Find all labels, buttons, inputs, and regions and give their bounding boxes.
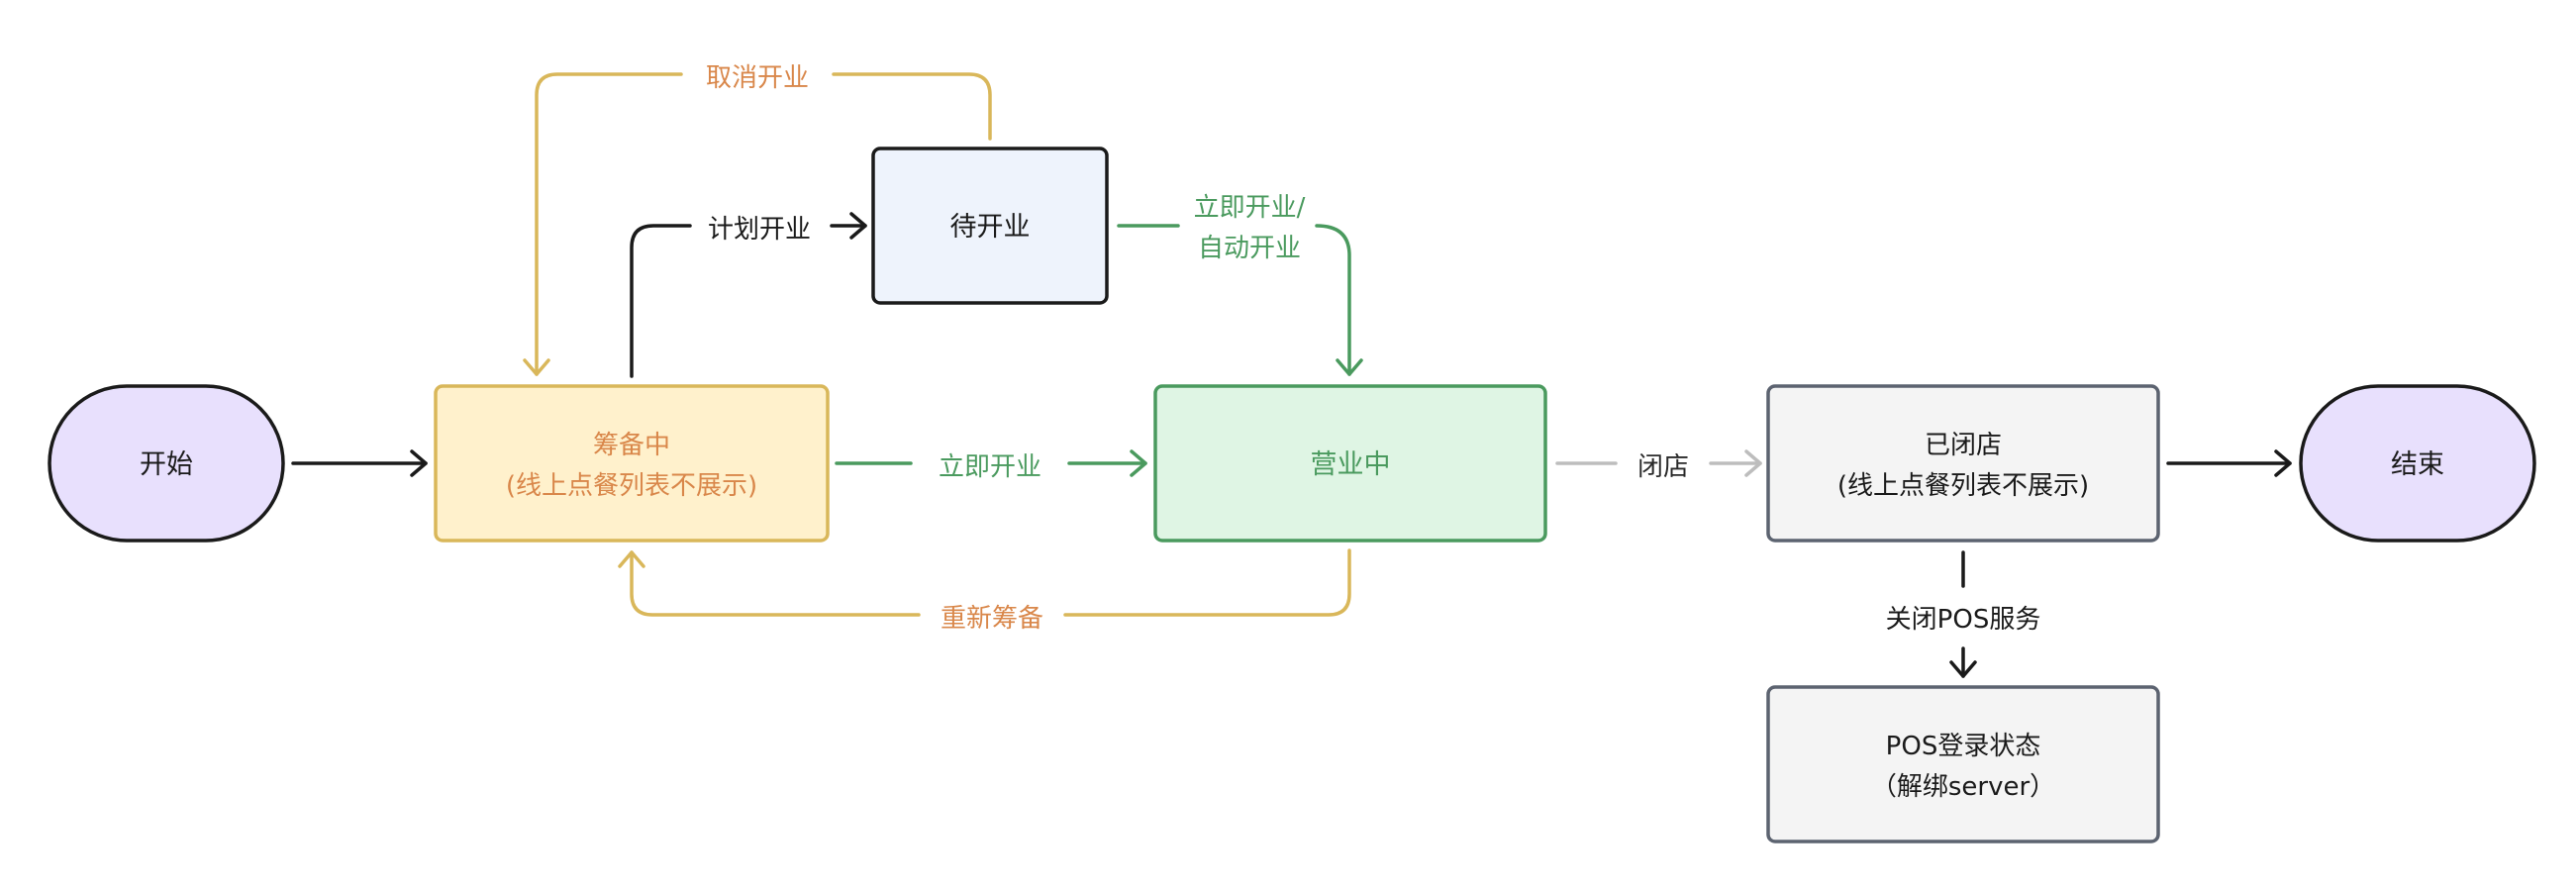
node-start-label: 开始 xyxy=(140,449,193,480)
edge-start-to-preparing xyxy=(291,449,428,477)
node-pos-login: POS登录状态 （解绑server） xyxy=(1766,685,2160,843)
edge-re-prepare xyxy=(618,548,1351,617)
node-open: 营业中 xyxy=(1153,384,1547,543)
node-closed-line2: (线上点餐列表不展示) xyxy=(1837,471,2089,501)
node-preparing-line1: 筹备中 xyxy=(593,431,670,460)
label-close-pos: 关闭POS服务 xyxy=(1886,605,2041,635)
node-pos-login-line1: POS登录状态 xyxy=(1886,732,2041,761)
edge-close-pos xyxy=(1949,550,1977,678)
edge-closed-to-end xyxy=(2166,449,2292,477)
node-pending: 待开业 xyxy=(871,147,1109,305)
node-preparing: 筹备中 (线上点餐列表不展示) xyxy=(434,384,830,543)
node-end: 结束 xyxy=(2299,384,2536,543)
edge-close-store xyxy=(1555,449,1762,477)
node-preparing-line2: (线上点餐列表不展示) xyxy=(506,471,757,501)
node-end-label: 结束 xyxy=(2391,449,2444,480)
label-open-now: 立即开业 xyxy=(939,452,1041,482)
label-open-now-auto-line2: 自动开业 xyxy=(1198,234,1301,263)
label-close-store: 闭店 xyxy=(1637,452,1689,482)
edge-open-now-auto xyxy=(1117,224,1363,376)
edge-open-now xyxy=(835,449,1147,477)
node-closed: 已闭店 (线上点餐列表不展示) xyxy=(1766,384,2160,543)
edge-cancel-opening xyxy=(523,72,992,376)
node-pending-label: 待开业 xyxy=(950,212,1031,243)
label-open-now-auto-line1: 立即开业/ xyxy=(1194,193,1306,223)
node-open-label: 营业中 xyxy=(1311,449,1391,480)
node-closed-line1: 已闭店 xyxy=(1925,431,2002,460)
label-cancel-opening: 取消开业 xyxy=(706,63,809,93)
node-pos-login-line2: （解绑server） xyxy=(1871,772,2055,802)
node-start: 开始 xyxy=(48,384,285,543)
label-plan-opening: 计划开业 xyxy=(708,215,811,245)
edge-plan-opening xyxy=(630,212,867,378)
label-re-prepare: 重新筹备 xyxy=(941,604,1043,634)
